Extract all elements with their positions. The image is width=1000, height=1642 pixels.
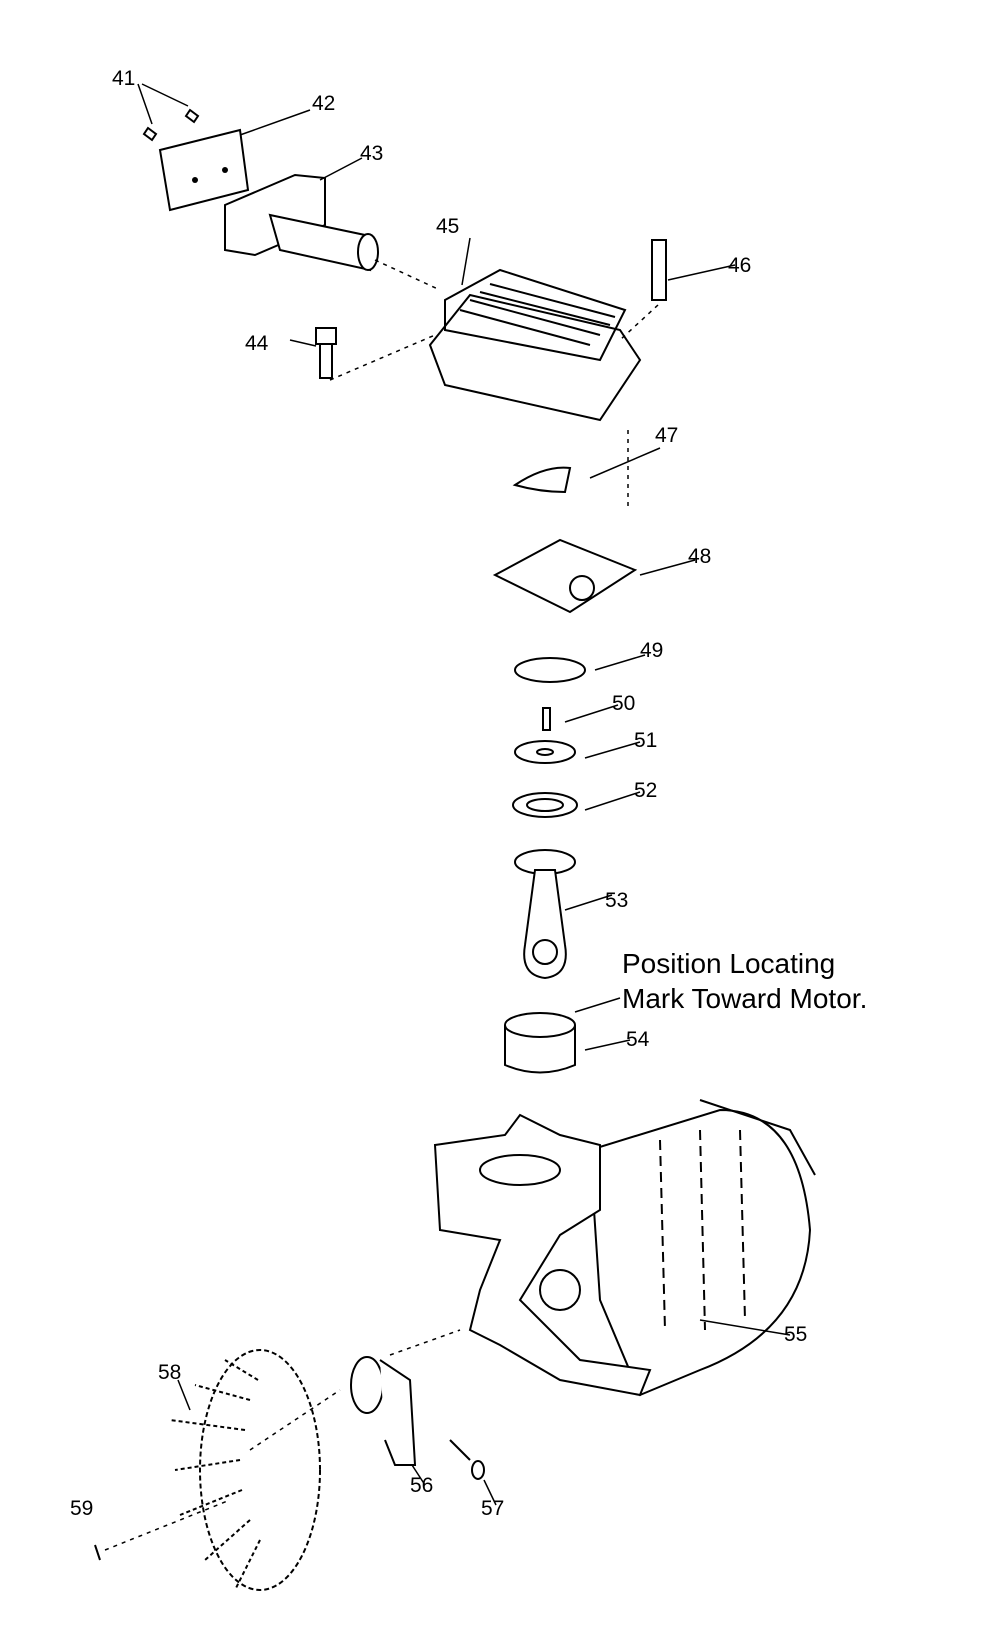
part-47-reed [512, 447, 661, 494]
part-58-fan [169, 1349, 341, 1591]
label-59: 59 [70, 1497, 93, 1520]
label-57: 57 [481, 1497, 504, 1520]
part-42-plate [158, 109, 311, 212]
label-49: 49 [640, 639, 663, 662]
label-47: 47 [655, 424, 678, 447]
label-43: 43 [360, 142, 383, 165]
note-line-1: Position Locating [622, 948, 835, 979]
label-51: 51 [634, 729, 657, 752]
label-54: 54 [626, 1028, 650, 1051]
label-50: 50 [612, 692, 635, 715]
part-59-screw [94, 1499, 231, 1561]
part-44-bolt [289, 327, 436, 381]
part-48-valve-plate [492, 538, 696, 614]
label-52: 52 [634, 779, 657, 802]
part-54-bearing [504, 1012, 631, 1074]
part-46-fitting [619, 239, 736, 341]
label-48: 48 [688, 545, 711, 568]
label-46: 46 [728, 254, 751, 277]
part-41-screws [137, 83, 200, 142]
label-53: 53 [605, 889, 628, 912]
part-56-eccentric [350, 1329, 461, 1486]
label-44: 44 [245, 332, 269, 355]
part-51-retainer [514, 740, 641, 764]
part-50-screw [542, 704, 619, 731]
label-41: 41 [112, 67, 135, 90]
part-49-o-ring [514, 654, 646, 683]
part-57-screw [449, 1439, 497, 1506]
position-note: Position Locating Mark Toward Motor. [574, 948, 867, 1014]
part-45-cylinder-head [428, 237, 642, 422]
part-55-motor-crankcase [433, 1099, 816, 1397]
note-line-2: Mark Toward Motor. [622, 983, 867, 1014]
part-43-filter [224, 157, 441, 291]
part-52-cup [512, 791, 641, 818]
label-45: 45 [436, 215, 459, 238]
label-55: 55 [784, 1323, 807, 1346]
label-56: 56 [410, 1474, 433, 1497]
part-53-connecting-rod [514, 849, 613, 980]
label-58: 58 [158, 1361, 181, 1384]
part-labels: 41 42 43 44 45 46 47 48 49 50 51 52 53 5… [70, 67, 807, 1520]
label-42: 42 [312, 92, 335, 115]
